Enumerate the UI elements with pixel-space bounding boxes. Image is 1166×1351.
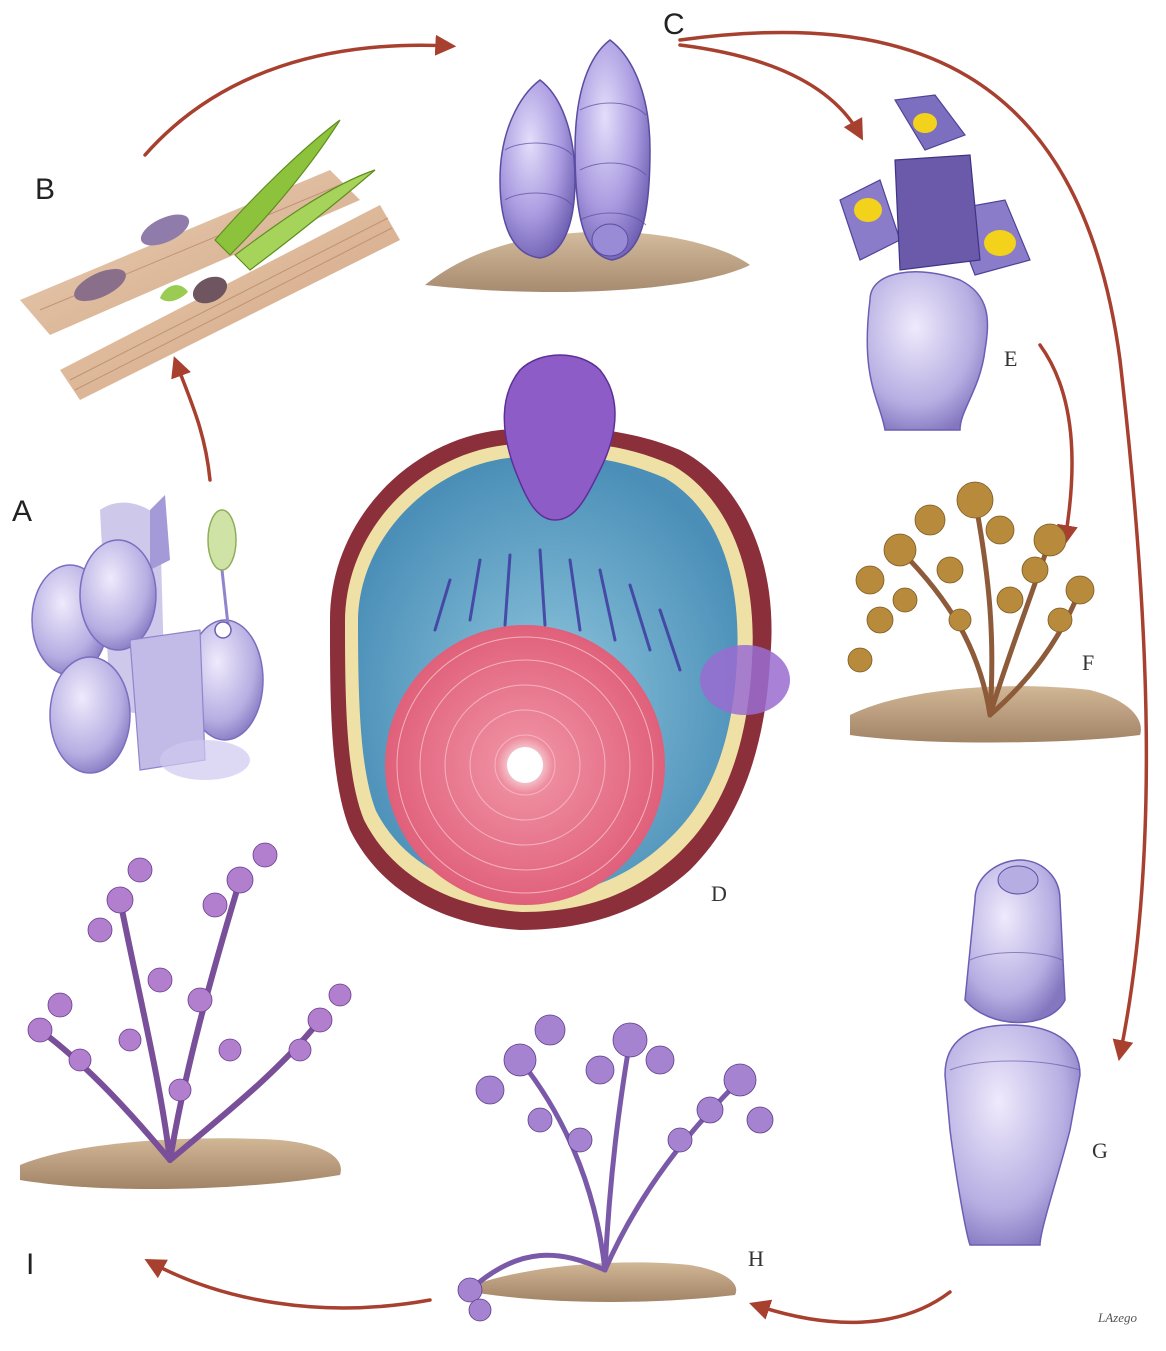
- stage-e-illustration: [840, 95, 1030, 430]
- artist-signature: LAzego: [1098, 1310, 1137, 1326]
- stage-i-illustration: [20, 843, 351, 1189]
- arrow-e-to-f: [1040, 345, 1072, 540]
- stage-a-illustration: [32, 495, 263, 780]
- stage-f-illustration: [848, 482, 1141, 743]
- label-g: G: [1092, 1140, 1108, 1162]
- label-c: C: [663, 10, 685, 40]
- stage-h-illustration: [458, 1015, 773, 1321]
- arrow-b-to-c: [145, 45, 450, 155]
- arrow-c-to-e: [680, 45, 860, 135]
- label-e: E: [1004, 348, 1017, 370]
- stage-c-illustration: [425, 40, 750, 292]
- arrow-h-to-i: [150, 1262, 430, 1308]
- label-h: H: [748, 1248, 764, 1270]
- label-d: D: [711, 883, 727, 905]
- arrow-a-to-b: [176, 362, 210, 480]
- label-i: I: [26, 1250, 34, 1280]
- arrow-g-to-h: [755, 1292, 950, 1322]
- stage-g-illustration: [945, 860, 1080, 1245]
- label-f: F: [1082, 652, 1094, 674]
- stage-d-illustration: [330, 355, 790, 930]
- label-b: B: [35, 175, 55, 205]
- label-a: A: [12, 497, 32, 527]
- stage-b-illustration: [20, 120, 400, 400]
